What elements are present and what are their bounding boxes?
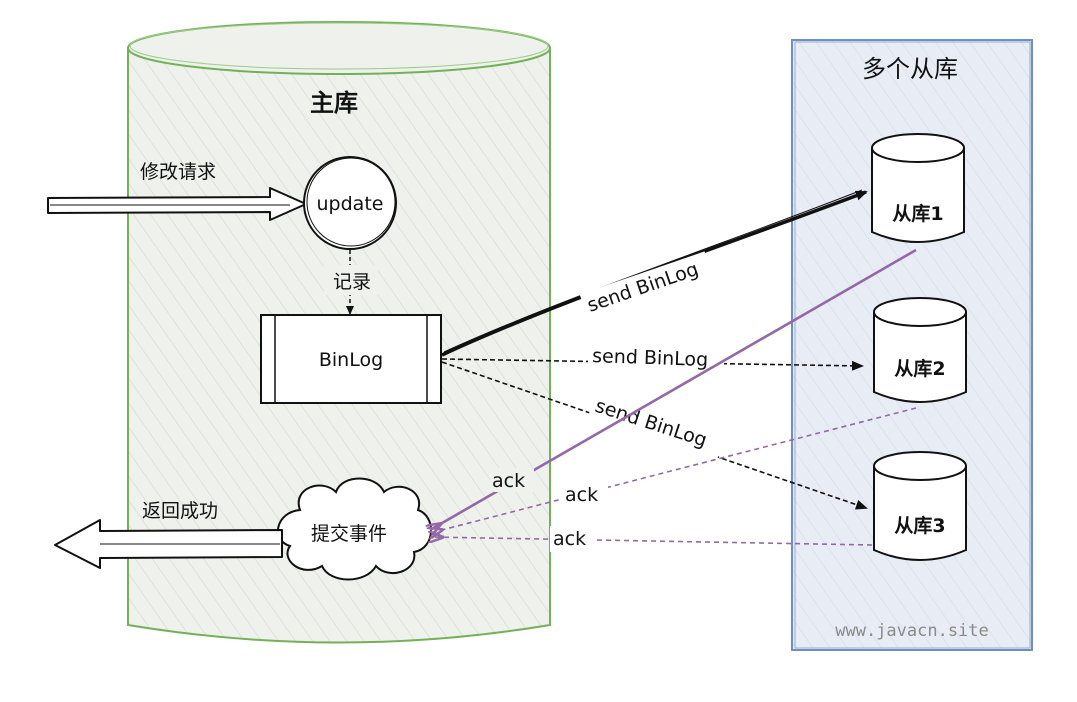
commit-event-cloud xyxy=(277,477,432,581)
send-binlog-label-2: send BinLog xyxy=(592,345,709,371)
slaves-panel-title: 多个从库 xyxy=(862,55,958,83)
binlog-label: BinLog xyxy=(319,349,383,371)
ack-label-2: ack xyxy=(565,484,598,506)
request-label: 修改请求 xyxy=(140,161,216,183)
ack-label-1: ack xyxy=(492,470,525,492)
commit-event-label: 提交事件 xyxy=(311,523,387,545)
update-node xyxy=(303,156,397,250)
slave-3-cylinder xyxy=(873,451,967,561)
request-arrow xyxy=(47,187,307,221)
slave-3-label: 从库3 xyxy=(894,514,945,537)
success-label: 返回成功 xyxy=(142,500,218,522)
success-arrow xyxy=(54,519,283,569)
record-label: 记录 xyxy=(333,271,371,293)
master-title: 主库 xyxy=(310,89,358,117)
ack-arrow-2 xyxy=(430,407,917,533)
slave-1-cylinder xyxy=(871,133,965,243)
update-label: update xyxy=(317,193,384,215)
watermark: www.javacn.site xyxy=(835,621,989,641)
ack-arrow-3 xyxy=(430,537,873,546)
slave-2-label: 从库2 xyxy=(894,357,945,380)
binlog-node xyxy=(260,314,442,404)
slave-2-cylinder xyxy=(873,297,967,403)
slave-1-label: 从库1 xyxy=(892,202,943,225)
ack-label-3: ack xyxy=(553,528,586,550)
